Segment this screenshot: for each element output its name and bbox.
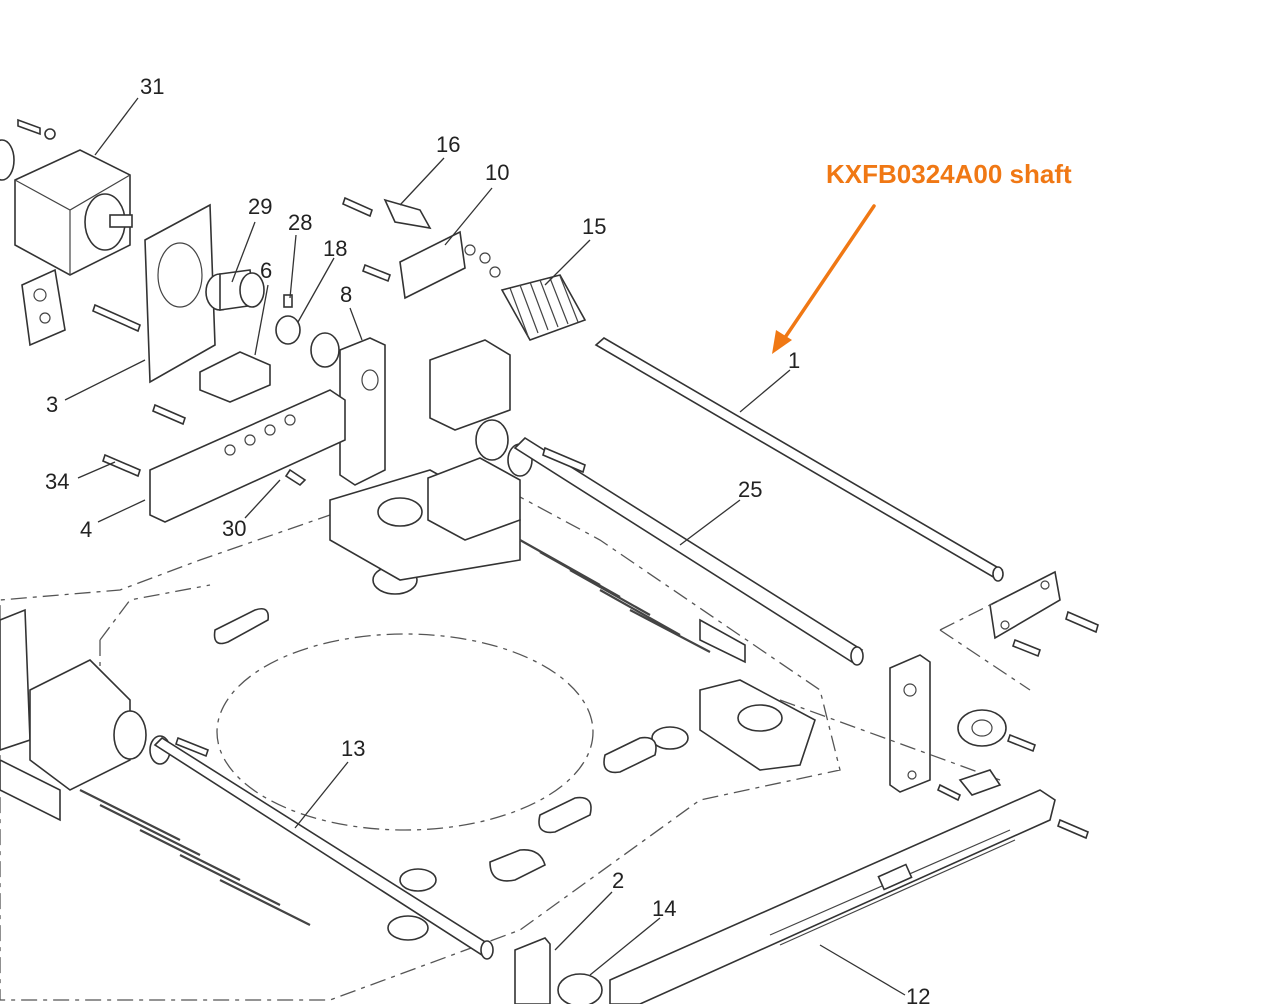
part-label-10: 10 bbox=[485, 160, 509, 185]
part-label-16: 16 bbox=[436, 132, 460, 157]
part-label-8: 8 bbox=[340, 282, 352, 307]
lower-shaft-assembly bbox=[0, 608, 494, 960]
part-label-29: 29 bbox=[248, 194, 272, 219]
part-label-34: 34 bbox=[45, 469, 69, 494]
part-label-6: 6 bbox=[260, 258, 272, 283]
motor-assembly bbox=[0, 118, 386, 523]
lower-right-bracket bbox=[514, 769, 1089, 1004]
shaft-25-assembly bbox=[427, 339, 1036, 793]
part-label-15: 15 bbox=[582, 214, 606, 239]
part-number-labels: 31 16 10 15 29 28 18 6 8 1 3 34 4 30 25 … bbox=[45, 74, 930, 1004]
shaft-callout: KXFB0324A00 shaft bbox=[772, 159, 1072, 354]
part-label-31: 31 bbox=[140, 74, 164, 99]
base-plate bbox=[0, 469, 841, 1001]
part-label-12: 12 bbox=[906, 984, 930, 1004]
leader-lines bbox=[64, 97, 906, 996]
part-label-4: 4 bbox=[80, 517, 92, 542]
shaft-1 bbox=[594, 337, 1099, 691]
part-label-1: 1 bbox=[788, 348, 800, 373]
part-label-13: 13 bbox=[341, 736, 365, 761]
part-label-2: 2 bbox=[612, 868, 624, 893]
part-label-18: 18 bbox=[323, 236, 347, 261]
sensor-bracket-group bbox=[342, 196, 587, 341]
callout-label: KXFB0324A00 shaft bbox=[826, 159, 1072, 189]
part-label-30: 30 bbox=[222, 516, 246, 541]
part-label-28: 28 bbox=[288, 210, 312, 235]
part-label-3: 3 bbox=[46, 392, 58, 417]
part-label-25: 25 bbox=[738, 477, 762, 502]
part-label-14: 14 bbox=[652, 896, 676, 921]
callout-arrow bbox=[780, 204, 876, 344]
callout-arrowhead bbox=[772, 330, 792, 354]
